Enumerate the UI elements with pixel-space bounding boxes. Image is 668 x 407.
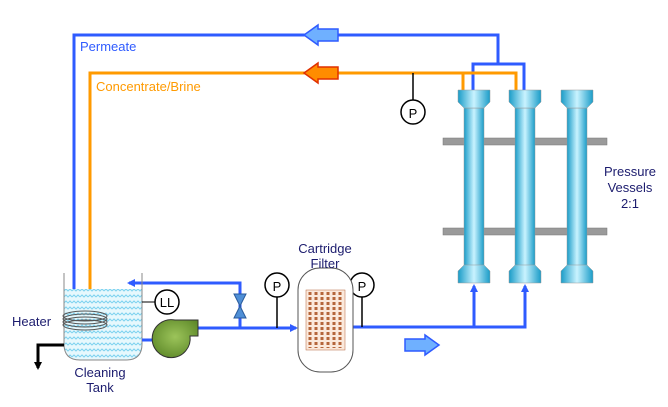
pressure-vessel-3 [560,89,594,284]
cartridge-filter [297,267,354,373]
gauge-label: P [409,106,418,121]
cleaning-tank-label: Cleaning [74,365,125,380]
concentrate-flow-arrow-icon [302,61,339,85]
drain-line [34,343,64,370]
permeate-flow-arrow-icon [302,23,339,47]
pump-icon [151,319,199,359]
pressure-gauge-concentrate: P [400,99,426,125]
pressure-vessel-2 [508,89,542,284]
concentrate-label: Concentrate/Brine [96,79,201,94]
pressure-gauge-outlet: P [349,272,375,298]
pressure-gauge-inlet: P [264,272,290,298]
permeate-branch [498,62,526,90]
permeate-line [70,33,500,306]
concentrate-line [86,71,518,302]
pressure-vessels-ratio: 2:1 [621,196,639,211]
level-switch-low: LL [154,289,180,315]
heater-coil-icon [62,310,108,331]
heater-label: Heater [12,314,52,329]
gauge-label: P [273,279,282,294]
cleaning-tank-label-2: Tank [86,380,114,395]
gauge-label: P [358,279,367,294]
cartridge-filter-label-2: Filter [311,256,341,271]
permeate-label: Permeate [80,39,136,54]
cartridge-filter-label: Cartridge [298,241,351,256]
level-switch-label: LL [160,295,174,310]
pressure-vessel-1 [457,89,491,284]
pressure-vessels-label-2: Vessels [608,180,653,195]
feed-flow-arrow-icon [404,333,441,357]
valve-icon[interactable] [233,293,247,319]
pressure-vessels-label: Pressure [604,164,656,179]
feed-line-to-vessels [353,284,529,329]
